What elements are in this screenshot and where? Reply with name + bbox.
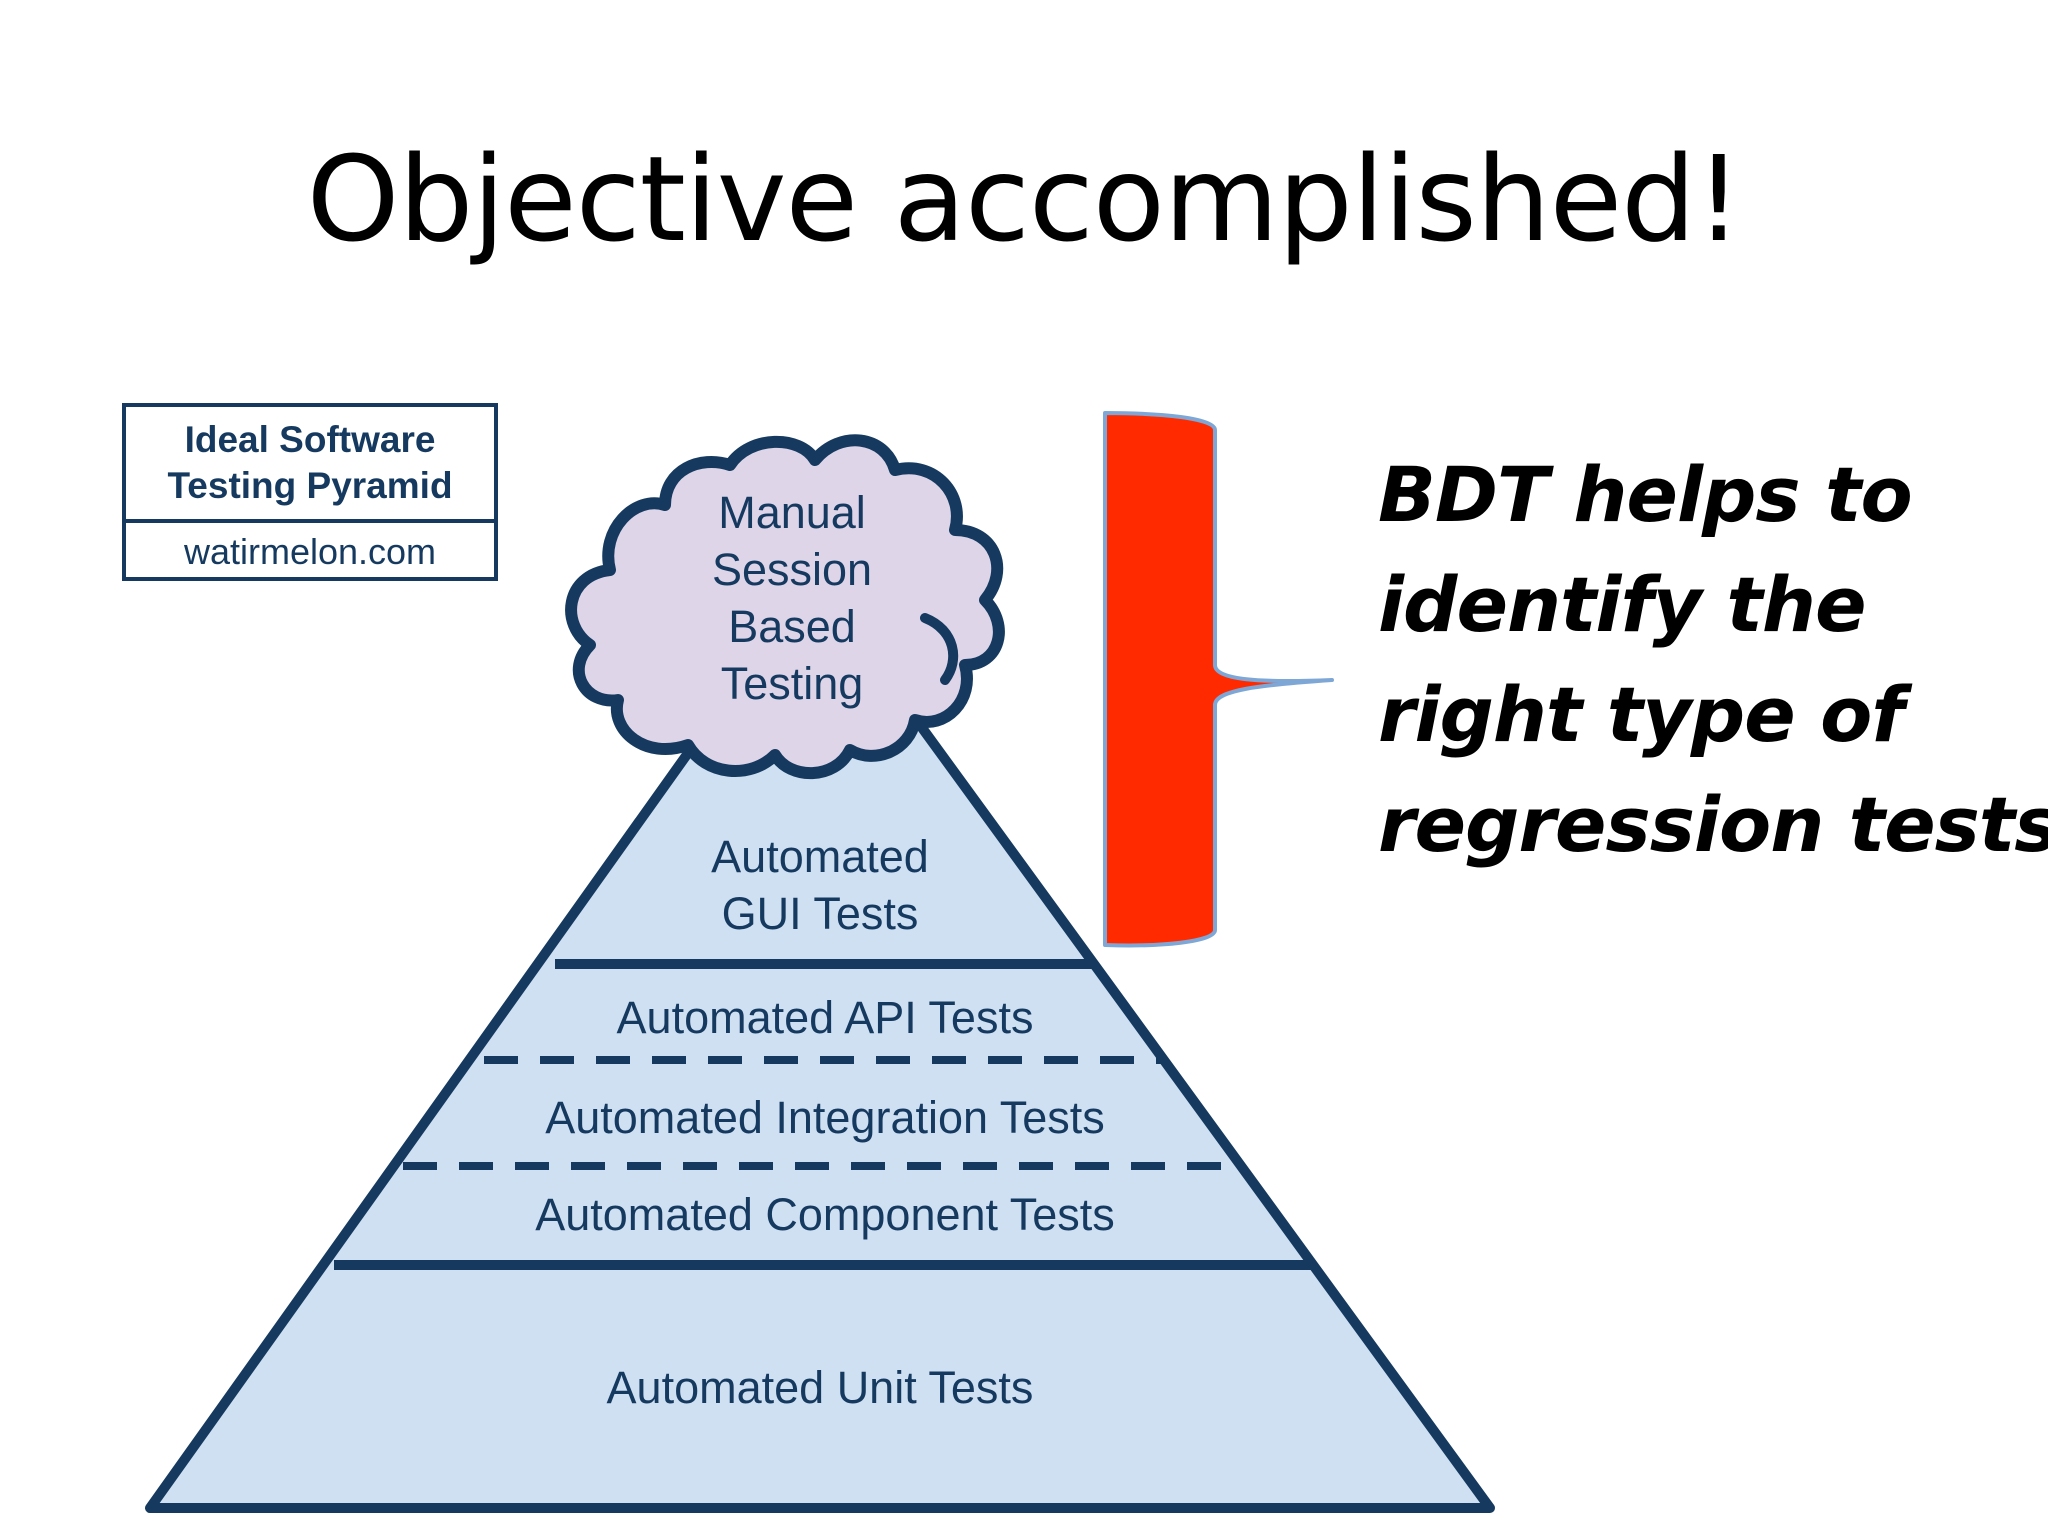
cloud-label-line-2: Session: [712, 544, 872, 595]
legend-title-line-1: Ideal Software: [184, 419, 436, 460]
api-tests-label: Automated API Tests: [617, 992, 1034, 1043]
cloud-label-line-3: Based: [728, 601, 856, 652]
unit-tests-label: Automated Unit Tests: [607, 1362, 1034, 1413]
integration-tests-label: Automated Integration Tests: [545, 1092, 1105, 1143]
cloud-label-line-4: Testing: [721, 658, 864, 709]
cloud-label-line-1: Manual: [718, 487, 866, 538]
brace-callout-shape: [1103, 411, 1334, 948]
pyramid-legend-box: Ideal Software Testing Pyramid watirmelo…: [122, 403, 498, 581]
slide-title: Objective accomplished!: [306, 130, 1743, 268]
callout-line-1: BDT helps to: [1378, 450, 1913, 539]
callout-line-2: identify the: [1378, 560, 1867, 649]
legend-title: Ideal Software Testing Pyramid: [126, 407, 494, 523]
legend-title-line-2: Testing Pyramid: [167, 465, 453, 506]
gui-tests-label-line-1: Automated: [711, 831, 929, 882]
callout-text: BDT helps to identify the right type of …: [1378, 440, 2048, 880]
component-tests-label: Automated Component Tests: [535, 1189, 1115, 1240]
legend-url: watirmelon.com: [183, 531, 437, 572]
gui-tests-label-line-2: GUI Tests: [722, 888, 919, 939]
callout-line-4: regression tests!: [1378, 780, 2048, 869]
callout-line-3: right type of: [1378, 670, 1904, 759]
cloud-inner-curve: [920, 613, 959, 685]
cloud-shape: [565, 434, 1005, 780]
